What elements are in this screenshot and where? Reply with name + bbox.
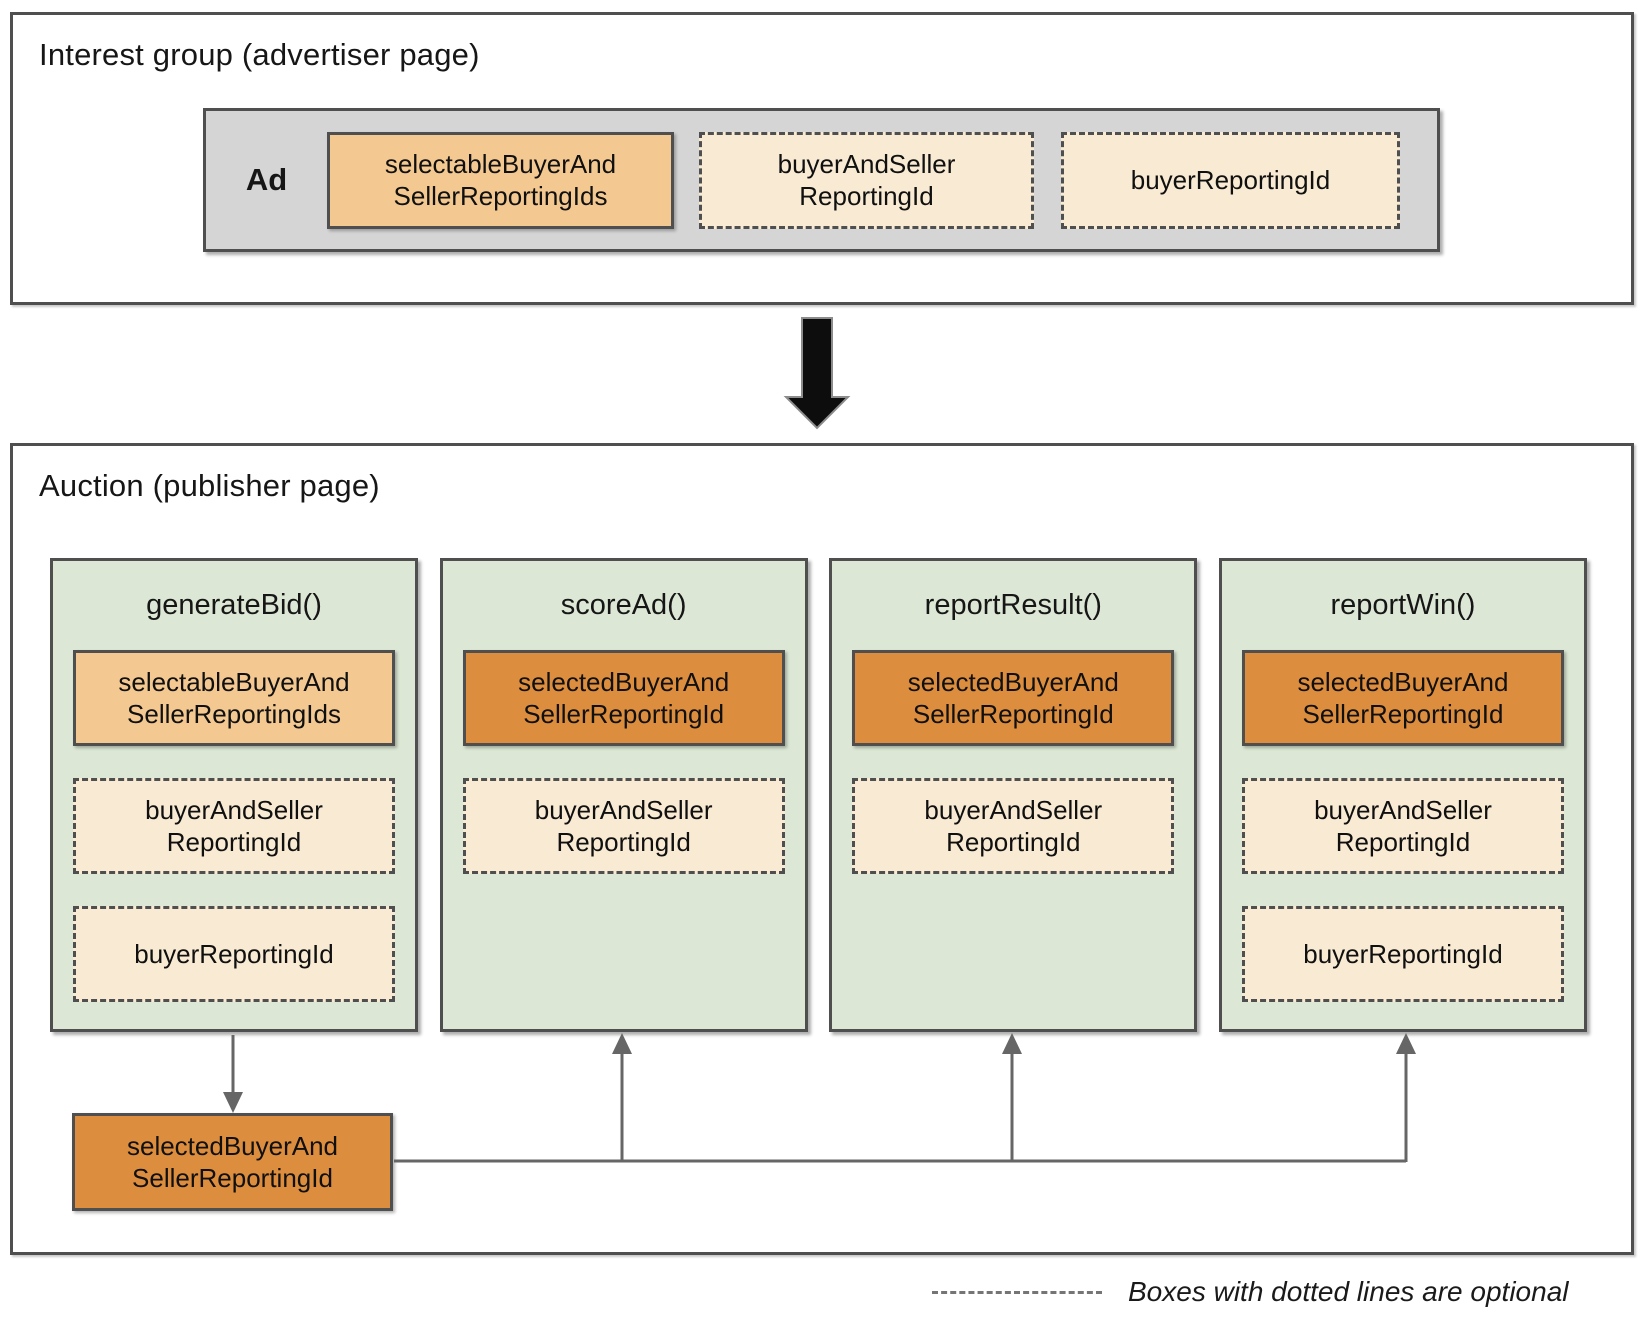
selected-buyer-and-seller-reporting-id-box: selectedBuyerAnd SellerReportingId — [852, 650, 1175, 746]
report-result-title: reportResult() — [924, 589, 1102, 621]
interest-to-auction-arrow — [783, 317, 851, 430]
generate-bid-column: generateBid() selectableBuyerAnd SellerR… — [50, 558, 418, 1032]
ad-label: Ad — [245, 162, 288, 197]
selectable-buyer-and-seller-reporting-ids-box: selectableBuyerAnd SellerReportingIds — [73, 650, 395, 746]
legend-text: Boxes with dotted lines are optional — [1128, 1276, 1569, 1307]
report-win-column: reportWin() selectedBuyerAnd SellerRepor… — [1218, 558, 1587, 1032]
selected-buyer-and-seller-reporting-id-box: selectedBuyerAnd SellerReportingId — [1241, 650, 1564, 746]
buyer-reporting-id-box: buyerReportingId — [1241, 906, 1564, 1002]
auction-title: Auction (publisher page) — [39, 468, 380, 503]
generate-bid-title: generateBid() — [146, 589, 322, 621]
buyer-and-seller-reporting-id-box: buyerAndSeller ReportingId — [852, 778, 1175, 874]
buyer-and-seller-reporting-id-box: buyerAndSeller ReportingId — [462, 778, 785, 874]
interest-group-panel: Interest group (advertiser page) Ad sele… — [10, 12, 1634, 305]
buyer-and-seller-reporting-id-box: buyerAndSeller ReportingId — [1241, 778, 1564, 874]
auction-function-columns: generateBid() selectableBuyerAnd SellerR… — [50, 558, 1587, 1032]
buyer-and-seller-reporting-id-box: buyerAndSeller ReportingId — [699, 131, 1034, 229]
auction-panel: Auction (publisher page) generateBid() s… — [10, 443, 1634, 1255]
ad-container: Ad selectableBuyerAnd SellerReportingIds… — [203, 108, 1440, 252]
interest-group-title: Interest group (advertiser page) — [39, 37, 480, 72]
selected-buyer-and-seller-reporting-id-output-box: selectedBuyerAnd SellerReportingId — [72, 1113, 393, 1211]
legend: Boxes with dotted lines are optional — [932, 1272, 1569, 1312]
legend-dashed-line — [932, 1290, 1102, 1294]
report-win-title: reportWin() — [1330, 589, 1476, 621]
score-ad-column: scoreAd() selectedBuyerAnd SellerReporti… — [439, 558, 808, 1032]
buyer-reporting-id-box: buyerReportingId — [1061, 131, 1400, 229]
buyer-reporting-id-box: buyerReportingId — [73, 906, 395, 1002]
selectable-buyer-and-seller-reporting-ids-box: selectableBuyerAnd SellerReportingIds — [327, 131, 674, 229]
score-ad-title: scoreAd() — [560, 589, 687, 621]
buyer-and-seller-reporting-id-box: buyerAndSeller ReportingId — [73, 778, 395, 874]
selected-buyer-and-seller-reporting-id-box: selectedBuyerAnd SellerReportingId — [462, 650, 785, 746]
report-result-column: reportResult() selectedBuyerAnd SellerRe… — [829, 558, 1198, 1032]
